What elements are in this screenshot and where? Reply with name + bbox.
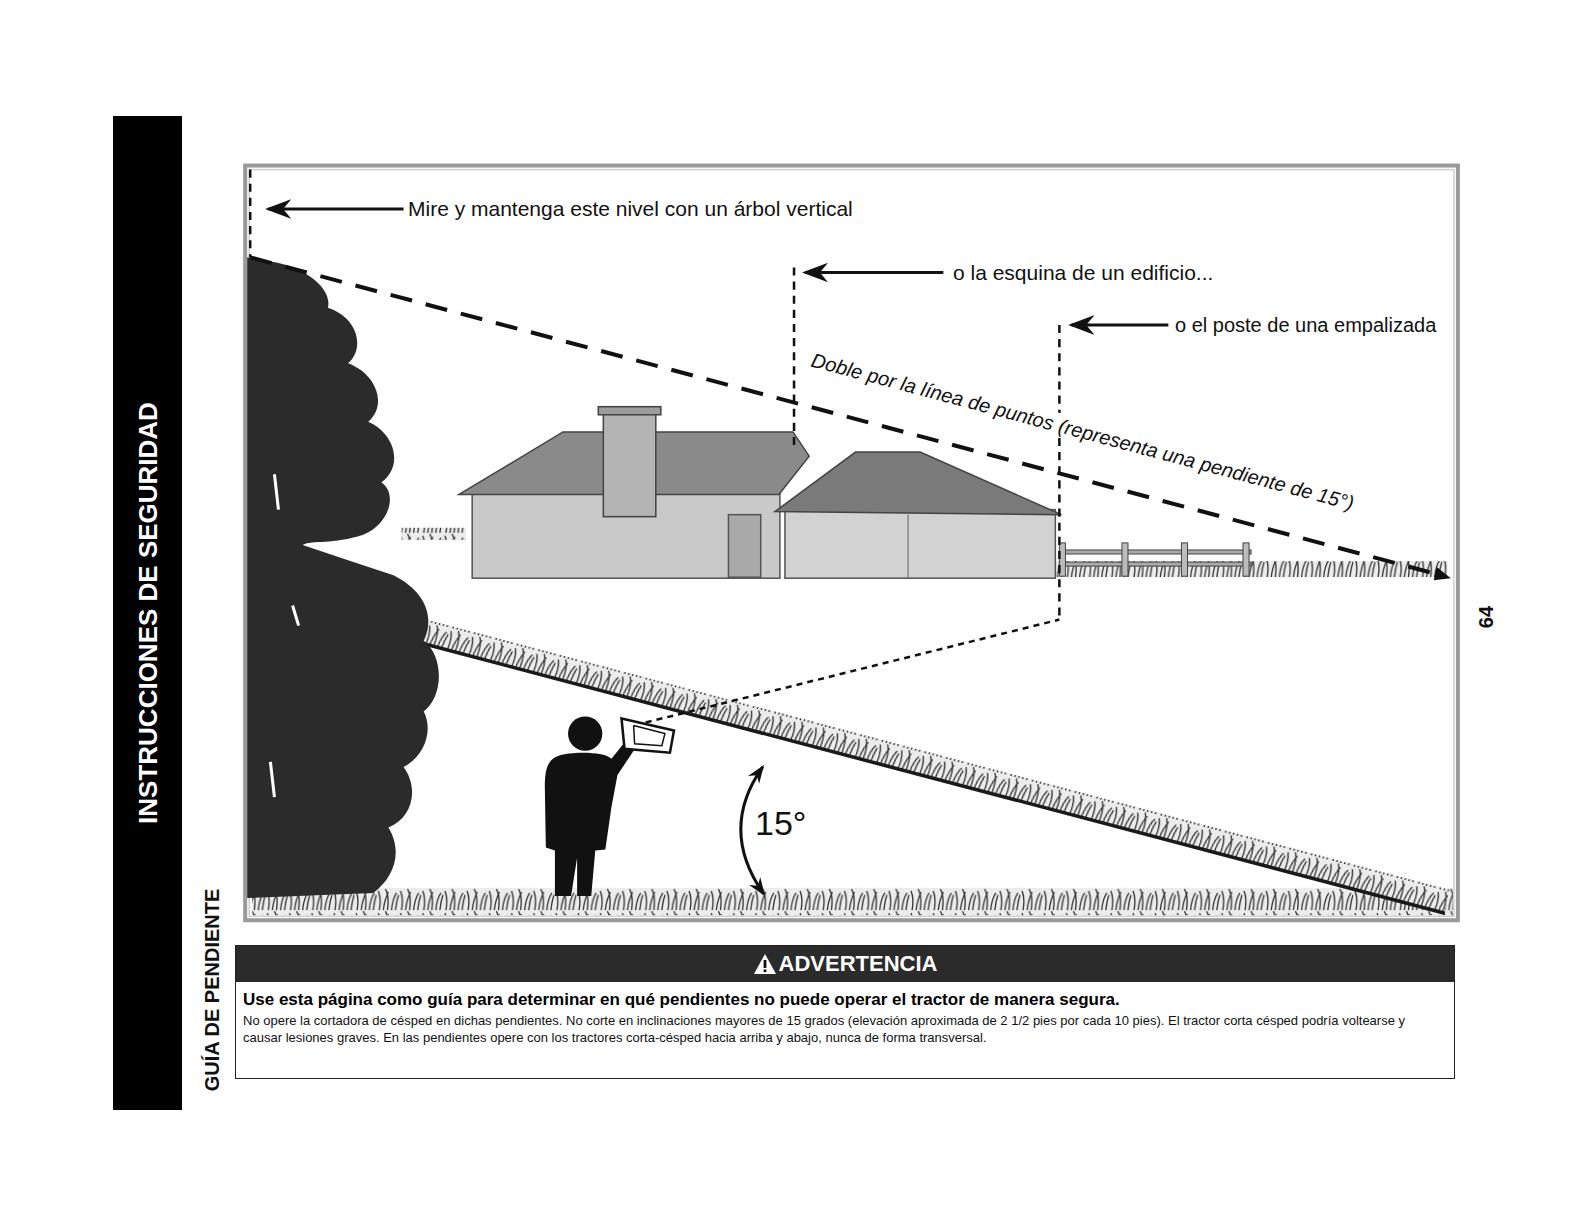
slope-line xyxy=(424,644,1445,913)
fold-line-end xyxy=(1434,567,1451,580)
warning-mark xyxy=(763,970,766,973)
warning-heading: ADVERTENCIA xyxy=(779,951,938,977)
pointer-arrow xyxy=(805,271,943,274)
instruction-label: o el poste de una empalizada xyxy=(1175,313,1436,337)
ground-grass xyxy=(252,888,1453,915)
wall-edge xyxy=(908,515,909,579)
warning-mark xyxy=(763,960,766,968)
slope-grass-strip xyxy=(424,620,1451,913)
page-section-title: GUÍA DE PENDIENTE xyxy=(200,889,224,1092)
tree-highlight xyxy=(270,474,298,797)
warning-triangle-shape xyxy=(754,954,776,974)
pointer-arrow xyxy=(268,207,403,210)
illustration-frame xyxy=(245,166,1458,921)
instruction-label: o la esquina de un edificio... xyxy=(953,260,1213,285)
house-roof xyxy=(775,452,1062,515)
building-plumb-line xyxy=(793,267,796,449)
instruction-label: Mire y mantenga este nivel con un árbol … xyxy=(408,196,853,221)
sight-line xyxy=(646,620,1060,723)
frame-inner-line xyxy=(249,170,1454,917)
person-head xyxy=(568,716,602,750)
section-title: INSTRUCCIONES DE SEGURIDAD xyxy=(132,402,163,824)
section-band: INSTRUCCIONES DE SEGURIDAD xyxy=(113,116,182,1110)
folded-page xyxy=(622,718,674,752)
house-wall xyxy=(785,510,1055,579)
warning-box: Use esta página como guía para determina… xyxy=(235,945,1455,1079)
fence-post xyxy=(1243,543,1249,576)
tree-silhouette xyxy=(247,257,439,898)
pointer-arrow xyxy=(1071,323,1168,326)
warning-text: No opere la cortadora de césped en dicha… xyxy=(243,1013,1447,1047)
chimney xyxy=(603,412,655,517)
door xyxy=(728,515,760,578)
chimney-cap xyxy=(598,407,661,415)
fence-post xyxy=(1181,543,1187,576)
warning-header: ADVERTENCIA xyxy=(236,946,1454,982)
post-plumb-line xyxy=(1058,325,1061,620)
slope-15-fold-line xyxy=(250,257,1441,575)
house xyxy=(459,407,1061,579)
angle-label: 15° xyxy=(755,803,806,844)
page-number: 64 xyxy=(1474,606,1498,628)
fence-rail xyxy=(1059,562,1251,566)
fence-rail xyxy=(1059,550,1251,554)
warning-text: Use esta página como guía para determina… xyxy=(243,990,1447,1010)
tree-plumb-line xyxy=(249,170,252,258)
person-silhouette xyxy=(545,739,638,896)
fence xyxy=(1059,543,1251,576)
warning-triangle xyxy=(753,953,777,975)
grass-strip xyxy=(402,528,467,540)
fence-post xyxy=(1122,543,1128,576)
folded-page-edge xyxy=(634,726,665,746)
slope-grass xyxy=(424,620,1451,913)
